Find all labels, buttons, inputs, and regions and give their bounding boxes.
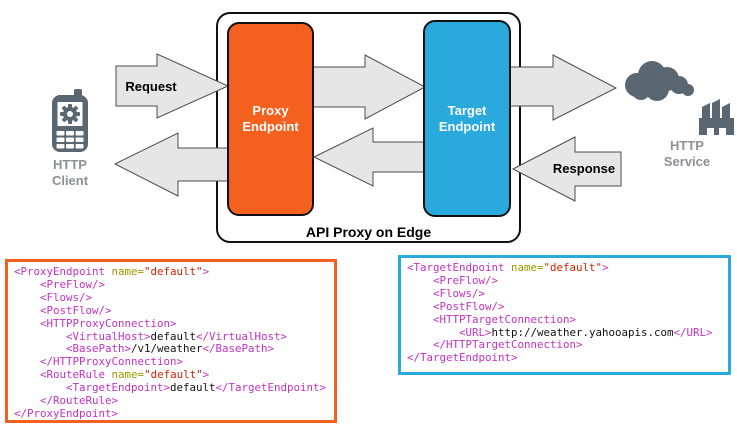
proxy-endpoint-label-line1: Proxy [252,103,289,118]
http-service-label-line2: Service [663,154,711,169]
code-line: <PostFlow/> [40,303,112,317]
target-to-proxy-arrow [312,127,427,187]
http-client-label: HTTP Client [38,157,102,189]
code-line: </ProxyEndpoint> [14,406,119,420]
http-client-label-line1: HTTP [53,157,87,172]
proxy-endpoint-code-block: <ProxyEndpoint name="default"> <PreFlow/… [5,259,337,423]
smoke-cloud-icon [625,61,694,101]
factory-icon [699,99,734,135]
code-line: <ProxyEndpoint name="default"> [14,265,210,278]
code-line: <PostFlow/> [433,299,505,313]
code-line: <HTTPTargetConnection> [433,312,577,326]
code-line: <PreFlow/> [40,277,106,291]
proxy-to-target-arrow [310,54,427,120]
request-arrow [115,53,230,119]
target-endpoint-label-line1: Target [447,102,487,118]
code-line: </TargetEndpoint> [407,351,518,365]
factory-door-notches [707,128,726,135]
code-line: <Flows/> [433,286,486,300]
target-to-service-arrow [508,54,618,121]
code-line: <Flows/> [40,290,93,304]
code-line: <TargetEndpoint>default</TargetEndpoint> [66,381,327,395]
http-service-icon [625,61,734,135]
code-line: <PreFlow/> [433,273,499,287]
proxy-endpoint-label-line2: Endpoint [242,119,299,134]
http-service-label-line1: HTTP [670,138,704,153]
code-line: <BasePath>/v1/weather</BasePath> [66,342,275,356]
code-line: </RouteRule> [40,394,119,408]
target-endpoint-box: Target Endpoint [423,20,511,217]
response-label: Response [552,161,616,176]
http-service-label: HTTP Service [652,138,722,170]
mobile-phone-icon [52,89,88,152]
http-client-label-line2: Client [51,173,89,188]
target-endpoint-code-block: <TargetEndpoint name="default"> <PreFlow… [398,255,731,375]
code-line: <HTTPProxyConnection> [40,316,177,330]
response-to-client-arrow [113,132,231,197]
proxy-endpoint-box: Proxy Endpoint [227,22,314,216]
code-line: <TargetEndpoint name="default"> [407,261,609,274]
gear-hole [67,111,73,117]
request-label: Request [125,79,177,94]
response-arrow [511,136,622,202]
phone-keypad [56,131,84,149]
api-proxy-on-edge-label: API Proxy on Edge [305,224,432,240]
code-line: <RouteRule name="default"> [40,368,210,382]
code-line: </HTTPTargetConnection> [433,338,583,352]
code-line: <VirtualHost>default</VirtualHost> [66,329,288,343]
target-endpoint-label-line2: Endpoint [438,118,496,134]
code-line: <URL>http://weather.yahooapis.com</URL> [459,325,713,339]
code-line: </HTTPProxyConnection> [40,355,184,369]
